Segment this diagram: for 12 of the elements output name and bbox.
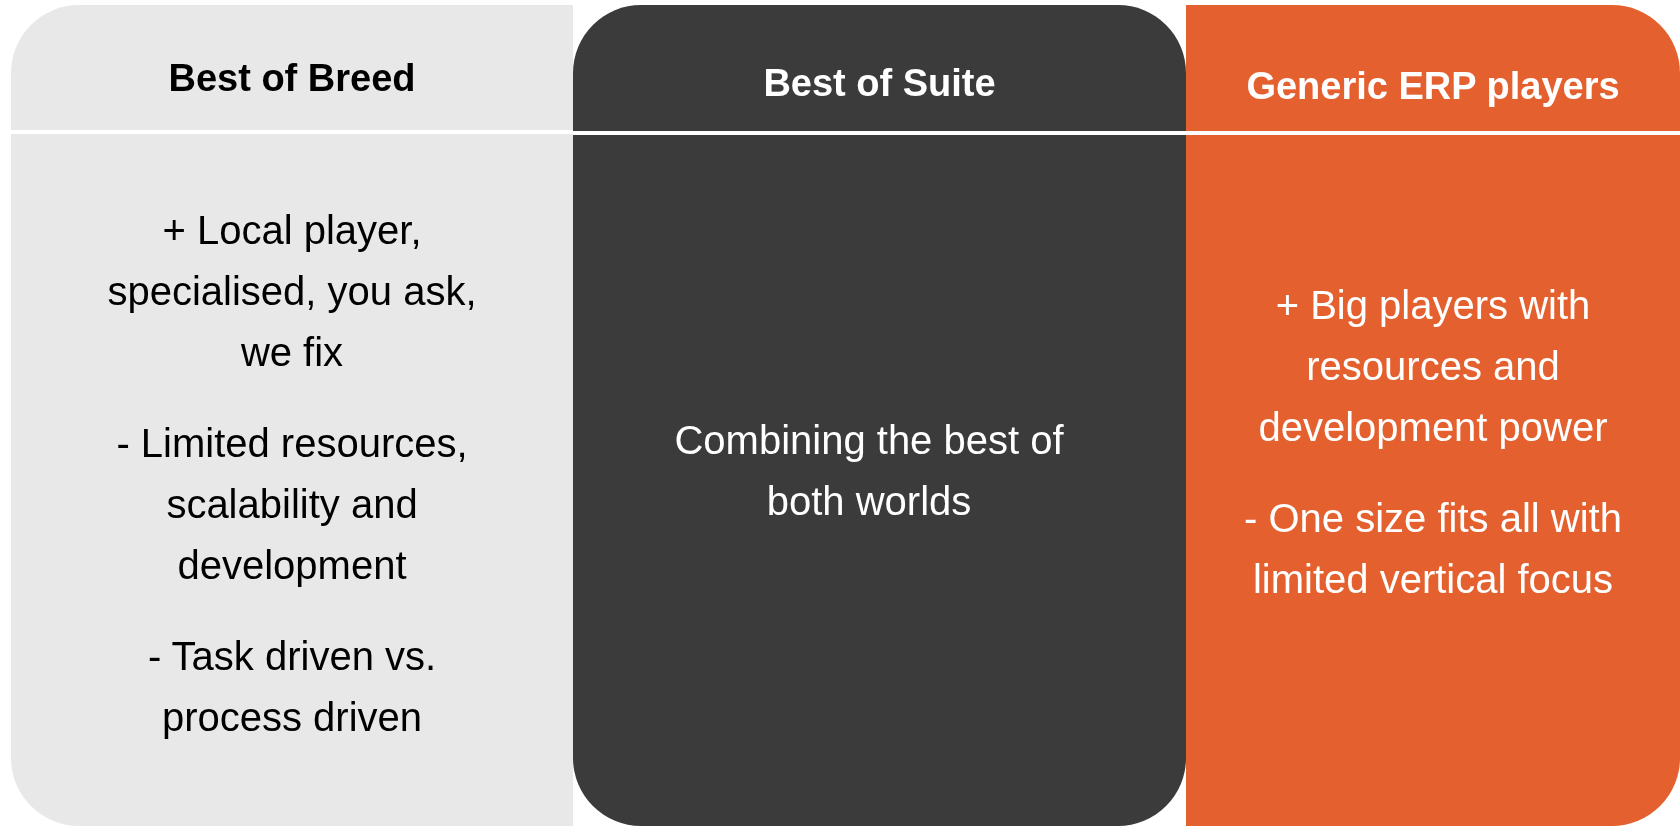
bullet-text: - Task driven vs. process driven bbox=[146, 633, 438, 741]
bullet-text: + Big players with resources and development power bbox=[1257, 282, 1609, 451]
column-title: Best of Suite bbox=[762, 61, 997, 106]
option-panel bbox=[1186, 5, 1680, 826]
bullet-text: - Limited resources, scalability and development bbox=[115, 420, 469, 589]
bullet-text: Combining the best of both worlds bbox=[673, 417, 1065, 525]
column-title: Generic ERP players bbox=[1245, 64, 1621, 109]
bullet-text: - One size fits all with limited vertical focus bbox=[1243, 495, 1623, 603]
bullet-text: + Local player, specialised, you ask, we fix bbox=[106, 207, 478, 376]
option-panel bbox=[573, 5, 1186, 826]
column-title: Best of Breed bbox=[167, 56, 417, 101]
option-panel bbox=[11, 5, 573, 826]
